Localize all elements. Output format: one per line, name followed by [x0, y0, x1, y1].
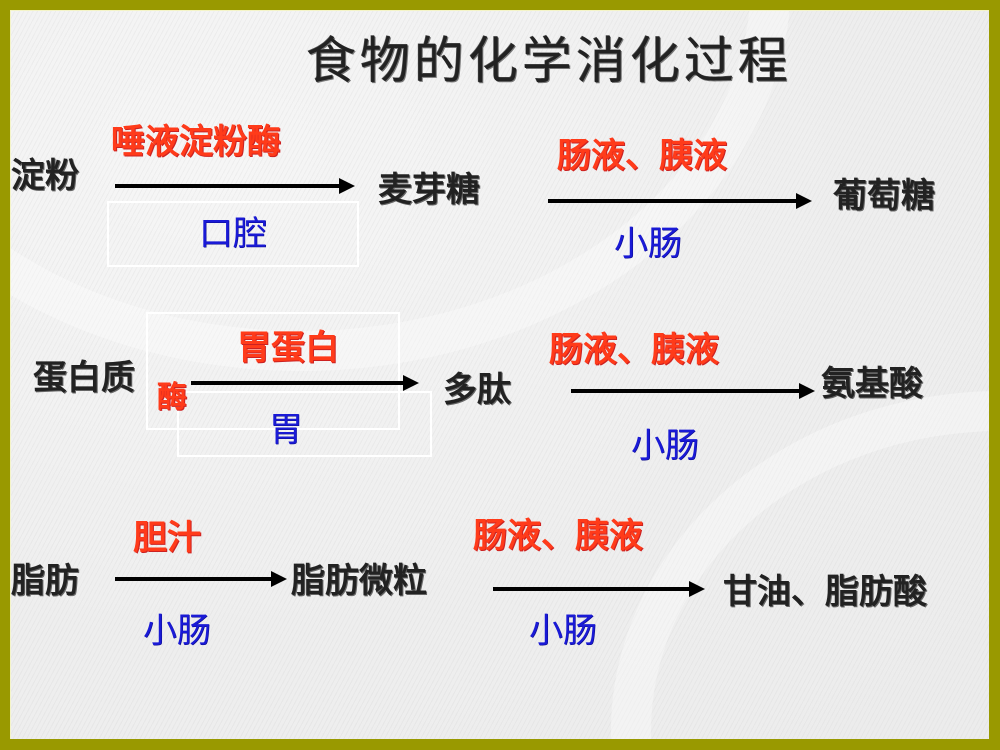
enzyme-intestinal-pancreatic-2: 肠液、胰液 — [549, 330, 719, 370]
enzyme-box-pepsin — [146, 312, 400, 430]
enzyme-pepsin-suffix: 酶 — [157, 380, 187, 415]
substance-protein: 蛋白质 — [33, 358, 135, 398]
enzyme-bile: 胆汁 — [133, 518, 201, 558]
arrow-maltose-to-glucose — [548, 193, 812, 209]
enzyme-pepsin: 胃蛋白 — [237, 328, 339, 368]
location-small-intestine-4: 小肠 — [529, 611, 597, 651]
arrow-starch-to-maltose — [115, 178, 355, 194]
location-small-intestine-1: 小肠 — [614, 224, 682, 264]
arrow-polypeptide-to-amino-acid — [571, 383, 815, 399]
substance-amino-acid: 氨基酸 — [821, 364, 923, 404]
enzyme-salivary-amylase: 唾液淀粉酶 — [111, 122, 281, 162]
location-box-stomach — [177, 391, 432, 457]
substance-polypeptide: 多肽 — [443, 370, 511, 410]
slide: 食物的化学消化过程 淀粉 唾液淀粉酶 口腔 麦芽糖 肠液、胰液 小肠 葡萄糖 蛋… — [10, 10, 989, 739]
slide-title: 食物的化学消化过程 — [306, 32, 792, 90]
substance-fat: 脂肪 — [11, 561, 79, 601]
substance-starch: 淀粉 — [11, 156, 79, 196]
arrow-protein-to-polypeptide — [191, 375, 419, 391]
substance-fat-droplets: 脂肪微粒 — [291, 561, 427, 601]
enzyme-intestinal-pancreatic-1: 肠液、胰液 — [557, 136, 727, 176]
location-mouth: 口腔 — [199, 214, 267, 254]
location-box-mouth — [107, 201, 359, 267]
substance-maltose: 麦芽糖 — [378, 170, 480, 210]
location-stomach: 胃 — [269, 410, 303, 450]
substance-glycerol-fatty-acids: 甘油、脂肪酸 — [723, 572, 927, 612]
arrow-fat-to-fat-droplets — [115, 571, 287, 587]
substance-glucose: 葡萄糖 — [833, 176, 935, 216]
location-small-intestine-2: 小肠 — [631, 426, 699, 466]
arrow-fat-droplets-to-products — [493, 581, 705, 597]
location-small-intestine-3: 小肠 — [143, 611, 211, 651]
enzyme-intestinal-pancreatic-3: 肠液、胰液 — [473, 516, 643, 556]
